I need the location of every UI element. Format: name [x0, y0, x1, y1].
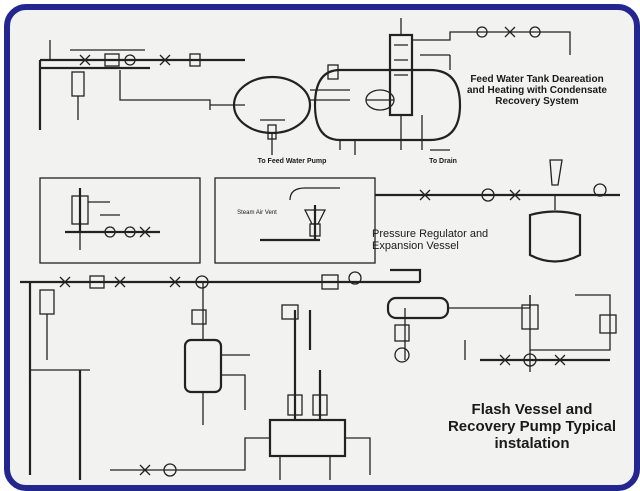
drain-label: To Drain	[429, 158, 457, 165]
piping-schematic	[20, 18, 620, 480]
flash-vessel-title: Flash Vessel and Recovery Pump Typical i…	[447, 401, 617, 452]
diagram-frame: Feed Water Tank Deareation and Heating w…	[4, 4, 640, 491]
steam-air-vent-label: Steam Air Vent	[237, 210, 277, 216]
feed-water-section	[38, 18, 571, 155]
pressure-regulator-section	[375, 159, 620, 263]
inset-boxes	[39, 177, 376, 264]
flash-vessel-section	[20, 268, 617, 480]
feed-water-title: Feed Water Tank Deareation and Heating w…	[466, 74, 607, 108]
pressure-regulator-title: Pressure Regulator and Expansion Vessel	[372, 228, 489, 253]
feed-pump-label: To Feed Water Pump	[257, 158, 327, 165]
